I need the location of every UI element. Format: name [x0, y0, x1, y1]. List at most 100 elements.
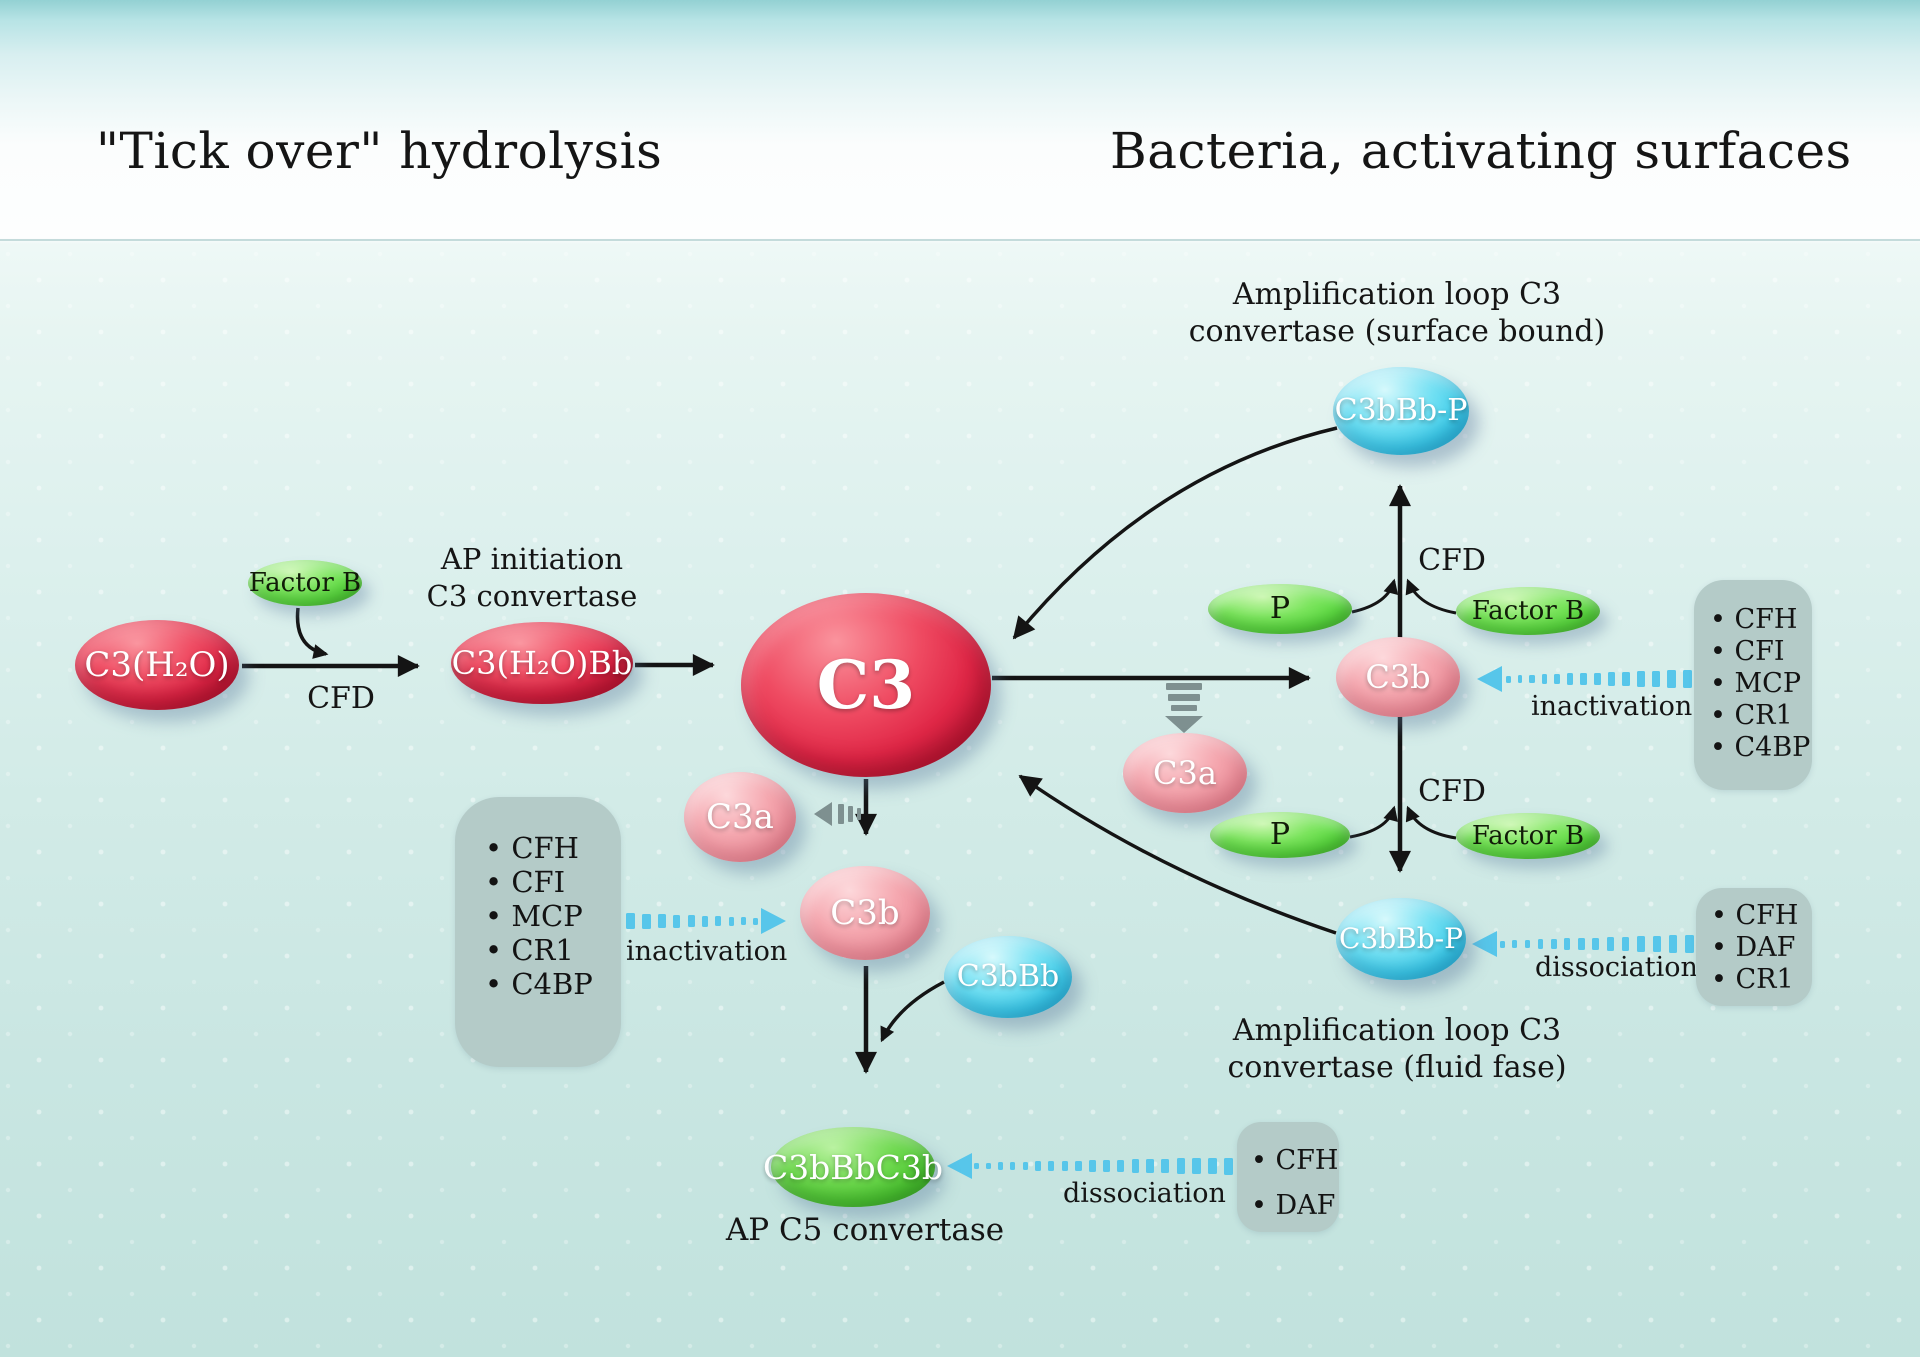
- dash-segment: [1207, 1157, 1217, 1175]
- curve-p-top-join: [1351, 578, 1399, 614]
- header-divider: [0, 239, 1920, 241]
- arrowhead-left-icon: [1472, 931, 1497, 957]
- dash-segment: [1010, 1162, 1016, 1170]
- node-c3bbbc3b: C3bBbC3b: [763, 1127, 943, 1207]
- dash-segment: [1668, 935, 1678, 953]
- dash-segment: [1506, 675, 1511, 683]
- dash-segment: [1667, 670, 1676, 688]
- dash-segment: [1580, 672, 1587, 686]
- curve-factor-b-top-join: [1405, 578, 1457, 615]
- dash-segment: [672, 914, 681, 928]
- curve-p-bottom-join: [1349, 805, 1398, 839]
- gray-dashed-arrow-left: [814, 802, 861, 826]
- dash-segment: [741, 917, 747, 925]
- regulators-box-right-mid: • CFH• DAF• CR1: [1696, 888, 1812, 1006]
- node-factor-b-bottom: Factor B: [1456, 813, 1600, 859]
- dash-segment: [1529, 674, 1535, 684]
- section-title-bacteria: Bacteria, activating surfaces: [1110, 122, 1852, 180]
- dash-segment: [1622, 671, 1630, 687]
- section-title-tick-over: "Tick over" hydrolysis: [96, 122, 663, 180]
- node-c3bbbp-fluid-label: C3bBb-P: [1339, 922, 1463, 955]
- dash-row: [1500, 926, 1694, 962]
- node-c3h2o-label: C3(H₂O): [84, 645, 230, 685]
- dash-segment: [1176, 1158, 1185, 1174]
- dash-segment: [728, 916, 735, 926]
- dash-segment: [1117, 1159, 1125, 1173]
- dissociation-dashed-arrow-right: [1472, 926, 1694, 962]
- dash-segment: [1684, 935, 1694, 953]
- dash-segment: [1061, 1160, 1068, 1172]
- dash-segment: [1512, 940, 1517, 948]
- node-c3b-left: C3b: [800, 866, 930, 960]
- cfd-label-top-right: CFD: [1418, 543, 1486, 578]
- curve-factor-b-left-join: [295, 607, 329, 659]
- dash-segment: [626, 913, 635, 929]
- inactivation-label-left: inactivation: [626, 936, 788, 967]
- node-factor-b-top-label: Factor B: [1471, 596, 1585, 626]
- dash-segment: [1223, 1157, 1233, 1175]
- dash-segment: [1567, 673, 1574, 685]
- amplification-fluid-label: Amplification loop C3 convertase (fluid …: [1187, 1012, 1607, 1086]
- dash-segment: [753, 917, 758, 925]
- ap-initiation-line2: C3 convertase: [426, 579, 638, 613]
- curve-c3bbb-join: [880, 980, 945, 1043]
- node-factor-b-left-label: Factor B: [248, 568, 362, 598]
- dash-row: [974, 1148, 1233, 1184]
- dash-row: [1506, 661, 1692, 697]
- dash-segment: [1607, 672, 1616, 686]
- inactivation-dashed-arrow-left: [626, 903, 786, 939]
- inactivation-label-right: inactivation: [1531, 691, 1693, 722]
- dash-segment: [1537, 939, 1544, 949]
- ap-initiation-label: AP initiation C3 convertase: [382, 541, 682, 615]
- regulator-item: • CFH: [1710, 604, 1798, 635]
- dash-segment: [985, 1162, 991, 1170]
- dash-segment: [1637, 936, 1646, 952]
- node-factor-b-left: Factor B: [248, 560, 362, 606]
- ap-initiation-line1: AP initiation: [440, 542, 624, 576]
- amplification-surface-line1: Amplification loop C3: [1232, 277, 1562, 312]
- dash-segment: [1517, 675, 1523, 683]
- dash-segment: [1500, 940, 1505, 948]
- ap-c5-convertase-label: AP C5 convertase: [725, 1212, 1005, 1248]
- regulator-item: • C4BP: [1710, 732, 1811, 763]
- regulators-list-bottom: • CFH• DAF: [1237, 1122, 1339, 1228]
- dissociation-dashed-arrow-bottom: [947, 1148, 1233, 1184]
- dash-segment: [1621, 936, 1630, 952]
- node-c3: C3: [741, 593, 991, 777]
- dash-segment: [687, 915, 695, 927]
- node-c3bbbp-surface: C3bBb-P: [1333, 367, 1469, 455]
- node-c3a-left: C3a: [684, 772, 796, 862]
- gray-dashed-arrow-down: [1165, 683, 1203, 733]
- regulator-item: • DAF: [1711, 932, 1796, 963]
- node-c3-label: C3: [816, 646, 916, 724]
- node-c3h2obb-label: C3(H₂O)Bb: [451, 644, 633, 682]
- node-c3b-right: C3b: [1336, 637, 1460, 717]
- dash-segment: [1524, 939, 1530, 949]
- node-c3bbb-label: C3bBb: [956, 959, 1060, 994]
- dash-segment: [1606, 937, 1615, 951]
- amplification-fluid-line2: convertase (fluid fase): [1227, 1050, 1567, 1085]
- dash-segment: [1022, 1161, 1028, 1171]
- node-factor-b-top: Factor B: [1456, 587, 1600, 635]
- dash-segment: [642, 913, 651, 929]
- dash-segment: [701, 915, 709, 927]
- node-p-top-label: P: [1269, 591, 1291, 626]
- node-p-top: P: [1208, 584, 1352, 634]
- cfd-label-left: CFD: [307, 681, 375, 716]
- dash-segment: [1192, 1158, 1201, 1174]
- dash-segment: [1593, 672, 1601, 686]
- node-c3b-left-label: C3b: [830, 893, 900, 933]
- regulator-item: • CR1: [485, 933, 574, 967]
- regulators-list-left: • CFH• CFI• MCP• CR1• C4BP: [455, 797, 621, 1001]
- regulator-item: • CFI: [485, 865, 566, 899]
- dash-segment: [1651, 670, 1661, 688]
- regulator-item: • CFI: [1710, 636, 1785, 667]
- node-c3b-right-label: C3b: [1365, 658, 1431, 696]
- node-p-bottom: P: [1210, 812, 1350, 858]
- dash-segment: [657, 914, 666, 928]
- arrowhead-left-icon: [1477, 666, 1502, 692]
- regulators-list-right-mid: • CFH• DAF• CR1: [1696, 888, 1812, 996]
- dissociation-label-bottom: dissociation: [1063, 1178, 1226, 1209]
- dash-segment: [1131, 1159, 1139, 1173]
